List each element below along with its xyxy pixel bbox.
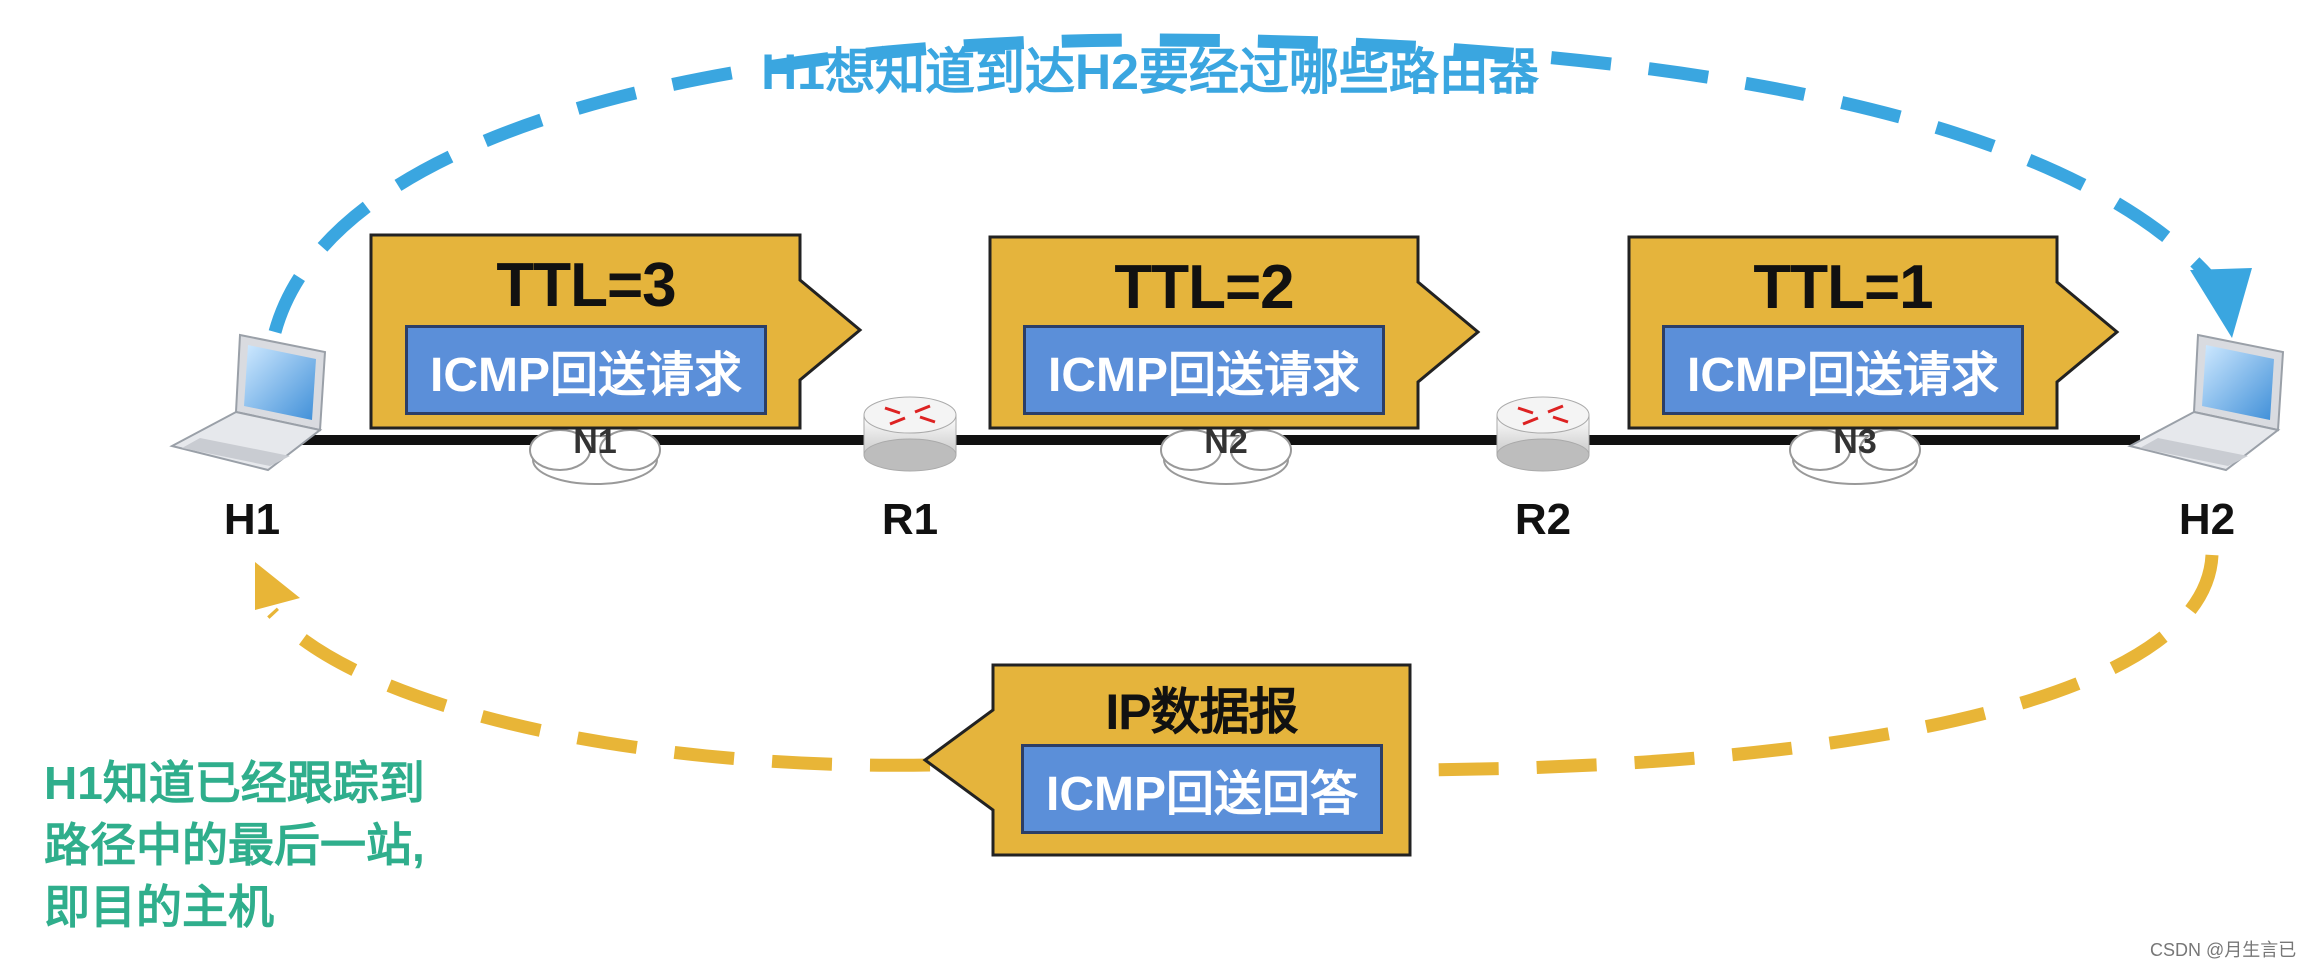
reply-packet-title: IP数据报 xyxy=(1105,684,1298,740)
laptop-h1-icon xyxy=(169,333,327,472)
router-r1-icon xyxy=(863,396,957,472)
packet-3-ttl: TTL=1 xyxy=(1753,253,1933,322)
watermark: CSDN @月生言已 xyxy=(2150,940,2297,960)
cloud-n3 xyxy=(1789,429,1921,485)
host-h1-label: H1 xyxy=(223,495,281,544)
side-note-line-3: 即目的主机 xyxy=(44,881,274,933)
forward-arc xyxy=(268,33,2228,334)
return-arc xyxy=(1295,554,2219,777)
packet-3-payload: ICMP回送请求 xyxy=(1662,325,2024,415)
packet-2-payload: ICMP回送请求 xyxy=(1023,325,1385,415)
router-r1-label: R1 xyxy=(881,495,939,544)
router-r2-icon xyxy=(1496,396,1590,472)
return-arc-arrowhead xyxy=(255,562,300,610)
laptop-h2-icon xyxy=(2127,333,2285,472)
side-note-line-2: 路径中的最后一站, xyxy=(44,819,425,871)
side-note: H1知道已经跟踪到 路径中的最后一站, 即目的主机 xyxy=(44,752,564,938)
top-caption: H1想知道到达H2要经过哪些路由器 xyxy=(761,44,1539,100)
forward-arc-arrowhead xyxy=(2190,268,2252,338)
network-n3-label: N3 xyxy=(1833,423,1877,461)
return-arc-left xyxy=(267,607,931,772)
host-h2-label: H2 xyxy=(2178,495,2236,544)
network-n2-label: N2 xyxy=(1204,423,1248,461)
packet-1-payload: ICMP回送请求 xyxy=(405,325,767,415)
network-n1-label: N1 xyxy=(573,423,617,461)
packet-2-ttl: TTL=2 xyxy=(1114,253,1294,322)
router-r2-label: R2 xyxy=(1514,495,1572,544)
cloud-n1 xyxy=(529,429,661,485)
packet-1-ttl: TTL=3 xyxy=(496,251,676,320)
reply-packet-payload: ICMP回送回答 xyxy=(1021,744,1383,834)
cloud-n2 xyxy=(1160,429,1292,485)
side-note-line-1: H1知道已经跟踪到 xyxy=(44,757,425,809)
